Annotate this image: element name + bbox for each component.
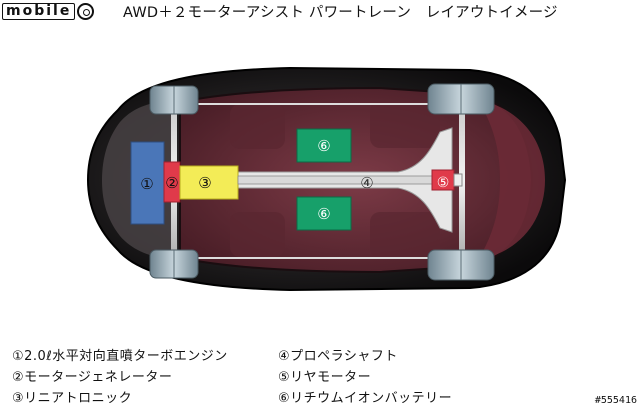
rear-motor-block: ⑤ <box>431 169 463 191</box>
linear-tronic-block: ③ <box>179 165 239 200</box>
motor-generator-marker: ② <box>165 174 178 192</box>
battery-bottom-block: ⑥ <box>296 196 352 231</box>
legend-item-rear-motor: ⑤リヤモーター <box>278 370 372 385</box>
image-id-watermark: #555416 <box>594 395 637 406</box>
site-logo[interactable]: mobile <box>2 2 95 20</box>
rear-left-tire <box>427 83 495 115</box>
logo-text: mobile <box>2 2 76 20</box>
linear-tronic-marker: ③ <box>198 174 211 192</box>
rear-motor-marker: ⑤ <box>437 175 450 191</box>
motor-generator-block: ② <box>163 161 181 203</box>
seat <box>370 212 440 258</box>
legend-item-linear-tronic: ③リニアトロニック <box>12 391 133 406</box>
header: mobile AWD＋２モーターアシスト パワートレーン レイアウトイメージ <box>0 0 640 22</box>
rear-right-tire <box>427 249 495 281</box>
propeller-shaft-marker: ④ <box>360 174 373 192</box>
seat <box>370 102 440 148</box>
logo-mark-icon <box>77 2 95 20</box>
battery-top-marker: ⑥ <box>317 137 330 155</box>
legend-item-propeller-shaft: ④プロペラシャフト <box>278 349 398 364</box>
car-layout-diagram: ① ② ③ ④ ⑤ ⑥ ⑥ <box>86 66 567 292</box>
legend: ①2.0ℓ水平対向直噴ターボエンジン ②モータージェネレーター ③リニアトロニッ… <box>12 347 612 409</box>
page-title: AWD＋２モーターアシスト パワートレーン レイアウトイメージ <box>123 5 558 21</box>
legend-item-motor-generator: ②モータージェネレーター <box>12 370 173 385</box>
front-left-tire <box>149 85 199 115</box>
legend-item-battery: ⑥リチウムイオンバッテリー <box>278 391 453 406</box>
front-right-tire <box>149 249 199 279</box>
battery-top-block: ⑥ <box>296 128 352 163</box>
seat <box>230 104 285 149</box>
engine-block: ① <box>130 141 165 225</box>
seat <box>230 212 285 257</box>
battery-bottom-marker: ⑥ <box>317 205 330 223</box>
legend-item-engine: ①2.0ℓ水平対向直噴ターボエンジン <box>12 349 228 364</box>
car-rear-glass <box>478 100 545 260</box>
engine-marker: ① <box>140 175 153 193</box>
